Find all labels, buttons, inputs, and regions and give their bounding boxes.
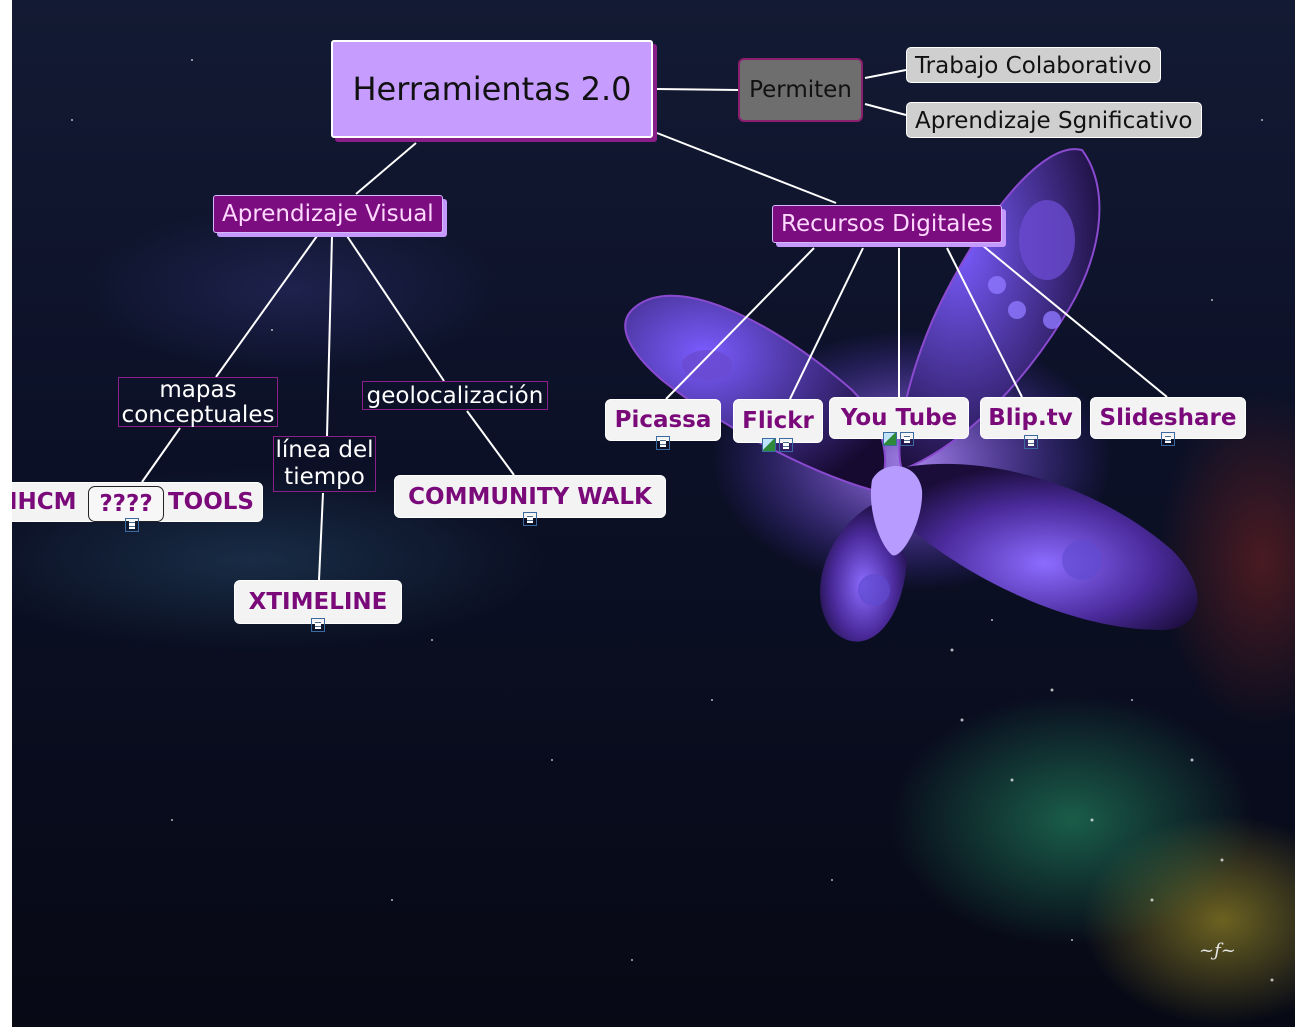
connector-permiten-aprendizaje xyxy=(865,104,906,115)
ihcm-query-box[interactable]: ???? xyxy=(88,486,164,522)
document-icon[interactable] xyxy=(1161,432,1175,446)
connector-visual-linea xyxy=(327,236,332,436)
concept-trabajo-colaborativo[interactable]: Trabajo Colaborativo xyxy=(906,47,1161,83)
connector-visual-mapas xyxy=(216,236,317,377)
connector-permiten-trabajo xyxy=(865,70,906,78)
document-icon[interactable] xyxy=(311,618,325,632)
linking-phrase-permiten[interactable]: Permiten xyxy=(738,58,863,122)
connector-visual-geo xyxy=(347,236,444,381)
resource-bliptv[interactable]: Blip.tv xyxy=(980,397,1081,439)
tools-label: TOOLS xyxy=(168,489,254,515)
document-icon[interactable] xyxy=(656,436,670,450)
image-icon[interactable] xyxy=(883,432,897,446)
connector-linea-xtimeline xyxy=(319,493,323,580)
artist-signature-mark: ~ƒ~ xyxy=(1199,940,1236,961)
concept-aprendizaje-visual[interactable]: Aprendizaje Visual xyxy=(213,195,443,233)
connector-root-digital xyxy=(657,133,836,203)
document-icon[interactable] xyxy=(523,512,537,526)
connector-mapas-ihcm xyxy=(142,428,180,482)
concept-recursos-digitales[interactable]: Recursos Digitales xyxy=(772,205,1002,243)
connector-root-permiten xyxy=(657,89,738,90)
document-icon[interactable] xyxy=(125,518,139,532)
ihcm-label: IHCM xyxy=(12,489,77,515)
connector-geo-community xyxy=(467,411,514,475)
connector-digital-flickr xyxy=(790,248,863,399)
link-label-geolocalizacion[interactable]: geolocalización xyxy=(362,381,548,410)
link-label-linea-del-tiempo[interactable]: línea del tiempo xyxy=(273,436,376,492)
concept-map-canvas: Herramientas 2.0 Permiten Trabajo Colabo… xyxy=(12,0,1295,1027)
connector-digital-bliptv xyxy=(947,248,1022,397)
root-concept[interactable]: Herramientas 2.0 xyxy=(331,40,653,138)
document-icon[interactable] xyxy=(900,432,914,446)
image-icon[interactable] xyxy=(762,438,776,452)
resource-picassa[interactable]: Picassa xyxy=(605,399,721,441)
concept-aprendizaje-significativo[interactable]: Aprendizaje Sgnificativo xyxy=(906,102,1202,138)
resource-youtube[interactable]: You Tube xyxy=(829,397,969,439)
document-icon[interactable] xyxy=(779,438,793,452)
resource-flickr[interactable]: Flickr xyxy=(733,399,823,443)
connector-root-visual xyxy=(356,143,416,194)
document-icon[interactable] xyxy=(1024,435,1038,449)
link-label-mapas-conceptuales[interactable]: mapas conceptuales xyxy=(118,377,278,427)
connector-digital-picassa xyxy=(666,248,814,399)
